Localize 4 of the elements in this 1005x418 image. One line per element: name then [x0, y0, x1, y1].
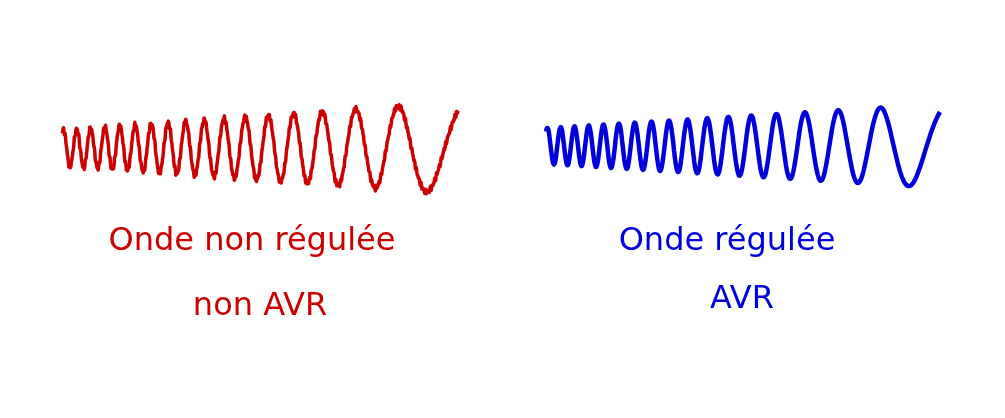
- wave-caption: Onde non régulée: [108, 223, 396, 255]
- wave-caption: non AVR: [192, 288, 328, 320]
- wave-caption: AVR: [710, 281, 774, 313]
- wave-caption: Onde régulée: [618, 223, 836, 255]
